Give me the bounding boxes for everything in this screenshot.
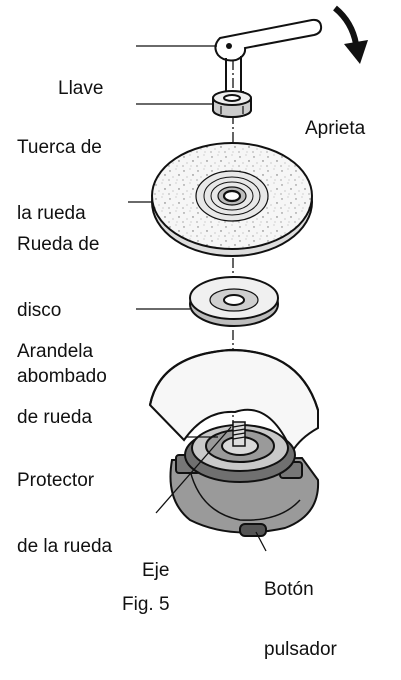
wrench-label: Llave xyxy=(58,78,104,99)
wheel-nut-label-line1: Tuerca de xyxy=(17,137,102,158)
guard-label-line1: Protector xyxy=(17,470,95,491)
flange-label: Arandela de rueda xyxy=(17,297,93,451)
wheel-flange-drawing xyxy=(189,276,279,327)
spindle-lock-label: Botón pulsador xyxy=(264,540,337,680)
leader-lines xyxy=(128,45,267,552)
flange-label-line1: Arandela xyxy=(17,341,94,362)
wheel-nut-label: Tuerca de la rueda xyxy=(17,93,102,247)
guard-label: Protector de la rueda xyxy=(17,426,112,580)
spindle-lock-label-line2: pulsador xyxy=(264,639,337,660)
tighten-label: Aprieta xyxy=(305,118,366,139)
wheel-nut-drawing xyxy=(212,90,252,118)
tighten-arrow-icon xyxy=(333,5,368,64)
disc-label-line2: disco xyxy=(17,300,62,321)
spindle-lock-label-line1: Botón xyxy=(264,579,314,600)
spindle-label: Eje xyxy=(142,560,170,581)
disc-label: Rueda de disco abombado xyxy=(17,190,107,410)
grinder-body-drawing xyxy=(148,348,320,537)
wheel-nut-label-line2: la rueda xyxy=(17,203,86,224)
disc-label-line1: Rueda de xyxy=(17,234,100,255)
wrench-drawing xyxy=(214,18,323,93)
figure-caption: Fig. 5 xyxy=(122,594,170,615)
disc-label-line3: abombado xyxy=(17,366,107,387)
depressed-center-disc-drawing xyxy=(151,142,313,257)
guard-label-line2: de la rueda xyxy=(17,536,113,557)
flange-label-line2: de rueda xyxy=(17,407,93,428)
exploded-assembly-diagram xyxy=(128,5,368,552)
